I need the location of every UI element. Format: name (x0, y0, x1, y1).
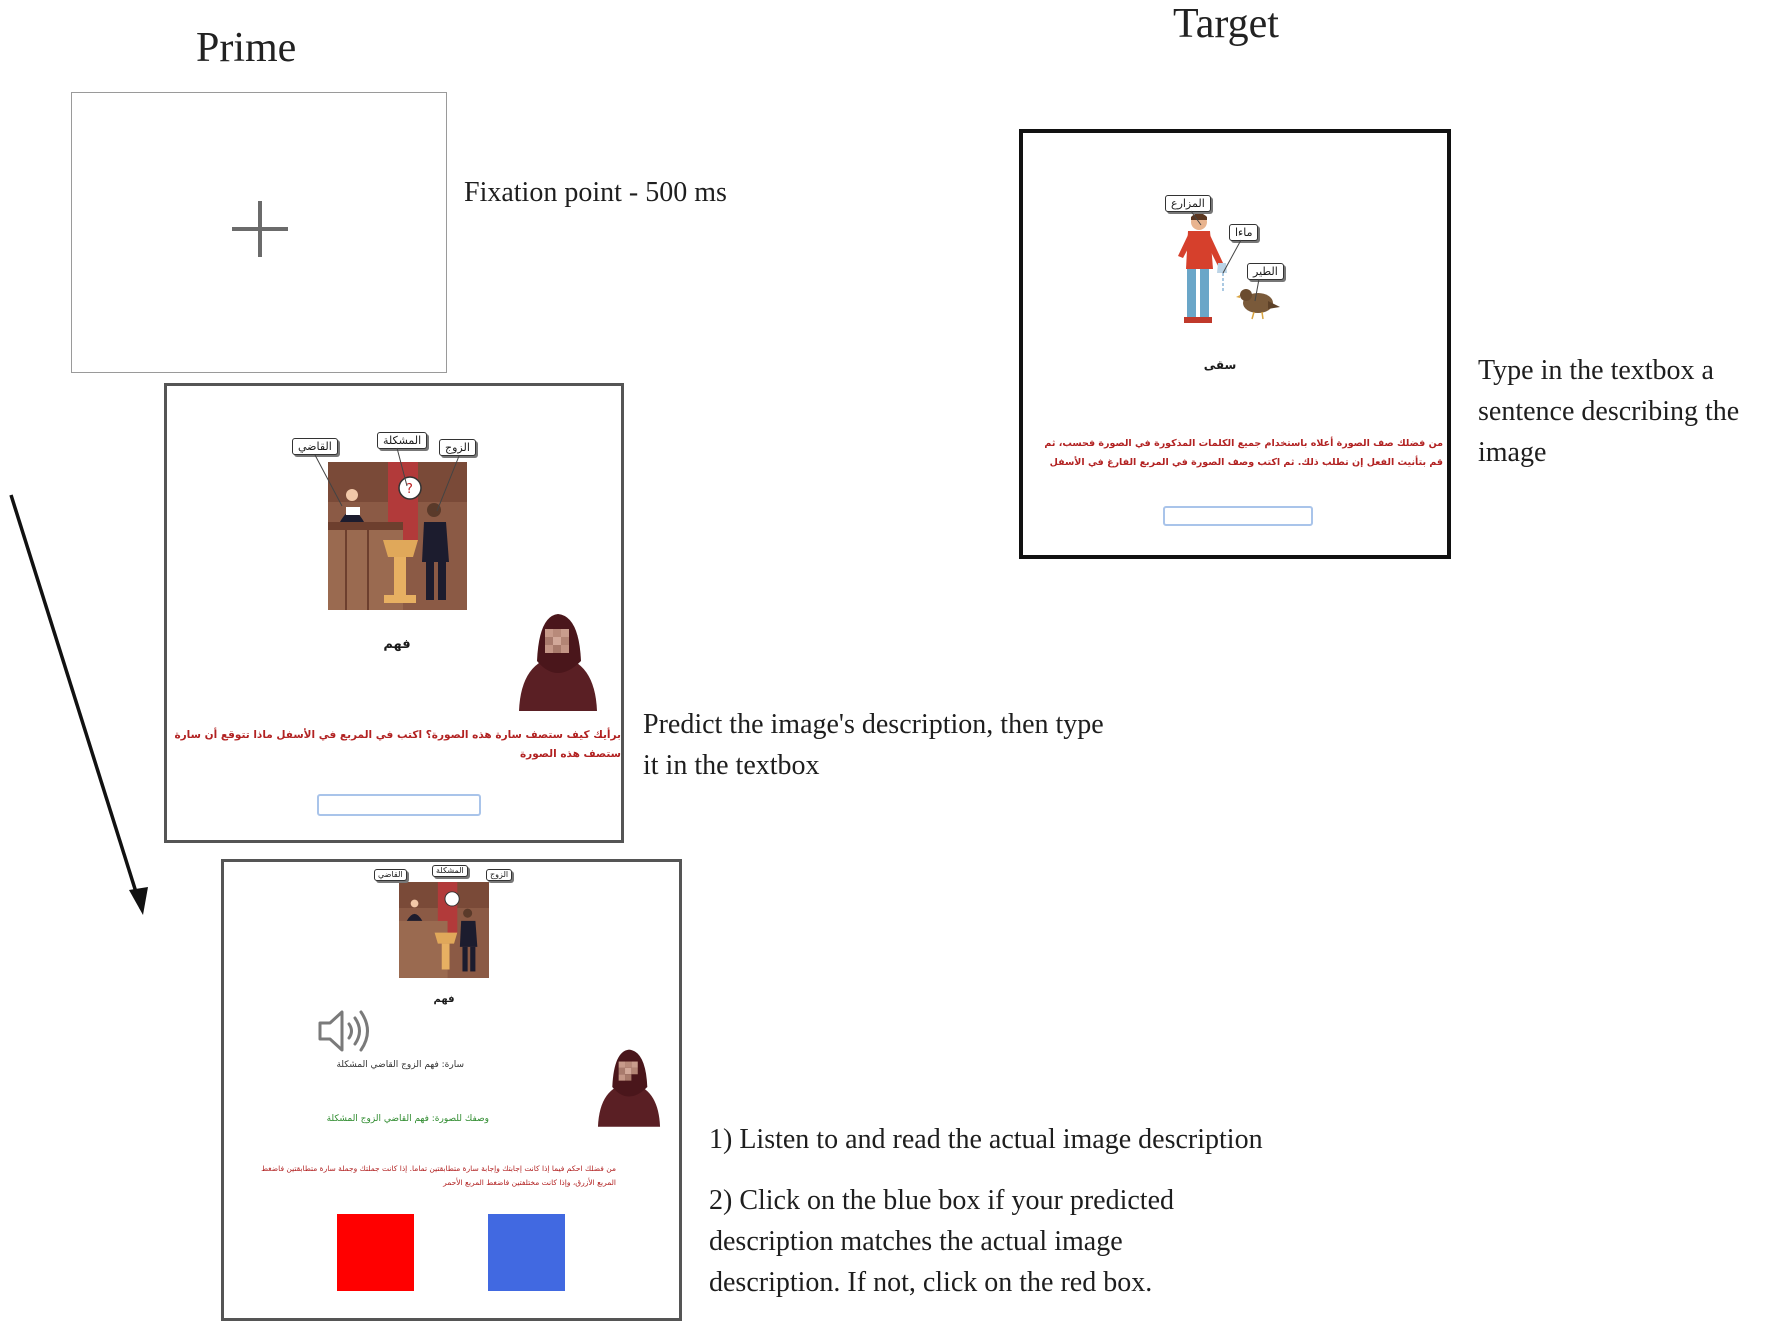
feedback-speaker-line: سارة: فهم الزوج القاضي المشكلة (336, 1060, 464, 1070)
feedback-verb: فهم (433, 994, 455, 1005)
target-caption: Type in the textbox a sentence describin… (1478, 355, 1740, 468)
prediction-frame: ? القاضي المشكلة الزوج فهم برأيك كيف ستص… (164, 383, 624, 843)
prediction-instruction: برأيك كيف ستصف سارة هذه الصورة؟ اكتب في … (174, 729, 621, 760)
target-textbox[interactable] (1163, 506, 1313, 526)
target-verb: سقى (1203, 358, 1237, 372)
fixation-frame (71, 92, 447, 373)
speaker-icon[interactable] (317, 1007, 375, 1055)
fixation-caption: Fixation point - 500 ms (464, 177, 727, 208)
target-instruction: من فضلك صف الصورة أعلاه باستخدام جميع ال… (1044, 438, 1443, 468)
feedback-caption-2: 2) Click on the blue box if your predict… (709, 1185, 1174, 1298)
courtroom-image: ? (328, 462, 467, 610)
speaker-avatar (509, 611, 607, 711)
prediction-verb: فهم (383, 637, 411, 652)
feedback-courtroom-illustration (399, 882, 489, 978)
blue-box-button[interactable] (488, 1214, 565, 1291)
feedback-avatar (590, 1047, 668, 1127)
sequence-arrow-icon (9, 494, 148, 915)
red-box-button[interactable] (337, 1214, 414, 1291)
target-tag-pointers (1190, 210, 1260, 302)
tag-problem: المشكلة (377, 432, 428, 449)
feedback-instruction: من فضلك احكم فيما إذا كانت إجابتك وإجابة… (261, 1164, 616, 1187)
feedback-frame: القاضي المشكلة الزوج فهم سارة: فهم الزوج… (221, 859, 682, 1321)
target-heading: Target (1173, 1, 1279, 47)
target-tag-water: ماءا (1229, 224, 1259, 241)
feedback-caption-1: 1) Listen to and read the actual image d… (709, 1124, 1263, 1155)
courtroom-illustration: ? (328, 462, 467, 610)
tag-husband: الزوج (439, 439, 476, 456)
feedback-description-line: وصفك للصورة: فهم القاضي الزوج المشكلة (326, 1114, 489, 1124)
fixation-cross-icon (232, 201, 288, 257)
feedback-tag-judge: القاضي (374, 869, 407, 881)
prime-heading: Prime (196, 25, 297, 71)
target-frame: المزارع ماءا الطير سقى من فضلك صف الصورة… (1019, 129, 1451, 559)
target-tag-farmer: المزارع (1165, 195, 1211, 212)
target-tag-bird: الطير (1247, 263, 1284, 280)
feedback-courtroom-image (399, 882, 489, 978)
tag-judge: القاضي (292, 438, 338, 455)
prediction-textbox[interactable] (317, 794, 481, 816)
tag-pointers (314, 447, 460, 512)
feedback-tag-husband: الزوج (486, 869, 513, 881)
feedback-tag-problem: المشكلة (432, 865, 468, 877)
prediction-caption: Predict the image's description, then ty… (643, 709, 1104, 781)
farmer-bird-image (1168, 211, 1288, 331)
svg-text:?: ? (406, 482, 413, 497)
